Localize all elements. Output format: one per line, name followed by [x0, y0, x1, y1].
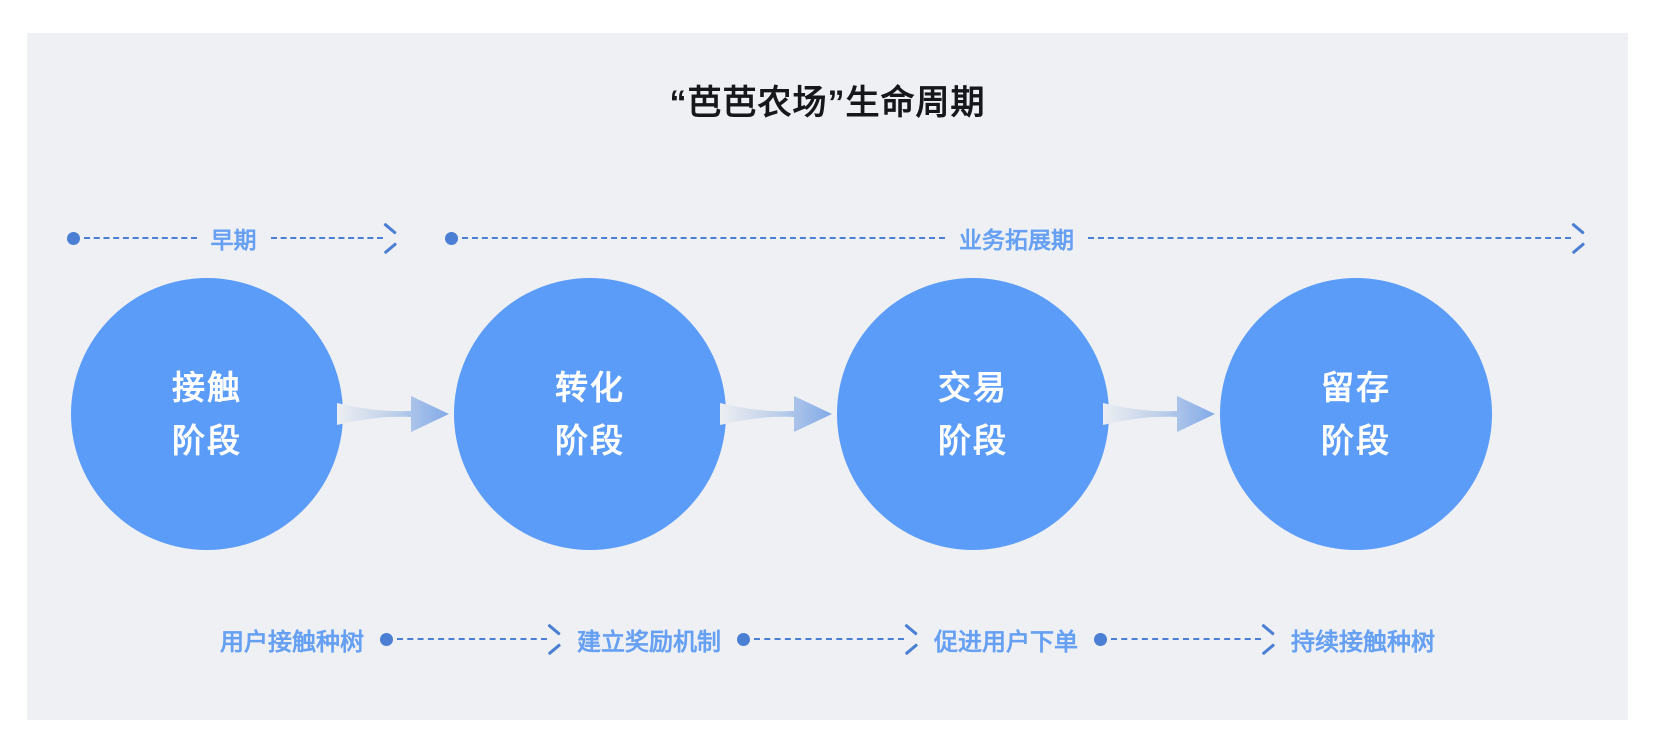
- phase-track-early: 早期: [67, 208, 397, 268]
- step-arrow-icon: [902, 631, 918, 647]
- gradient-arrow-right-icon: [720, 383, 832, 445]
- stage-circle-retention[interactable]: 留存 阶段: [1220, 278, 1492, 550]
- step-connector-2: [737, 631, 918, 647]
- phase-arrow-icon: [381, 230, 397, 246]
- step-start-dot-icon: [1094, 632, 1107, 646]
- phase-label-early: 早期: [210, 227, 257, 253]
- step-start-dot-icon: [380, 632, 393, 646]
- phase-dashed-line: [270, 237, 383, 239]
- action-step-label-1: 用户接触种树: [220, 628, 364, 656]
- stage-circle-transaction[interactable]: 交易 阶段: [837, 278, 1109, 550]
- step-dashed-line: [754, 638, 904, 640]
- stage-label-line1: 留存: [1321, 368, 1391, 406]
- phase-start-dot-icon: [67, 231, 80, 245]
- stage-label-line2: 阶段: [172, 422, 242, 459]
- stage-label-line2: 阶段: [555, 422, 625, 459]
- stage-circle-conversion[interactable]: 转化 阶段: [454, 278, 726, 550]
- action-step-label-2: 建立奖励机制: [577, 628, 721, 656]
- phase-dashed-line: [1088, 237, 1571, 239]
- phase-arrow-icon: [1569, 230, 1585, 246]
- gradient-arrow-right-icon: [1103, 383, 1215, 445]
- stage-label-line2: 阶段: [938, 422, 1008, 459]
- diagram-frame: “芭芭农场”生命周期 早期 业务拓展期 接触 阶段: [27, 33, 1628, 720]
- page-title: “芭芭农场”生命周期: [669, 84, 986, 122]
- stage-label-line1: 交易: [938, 368, 1008, 406]
- stage-circle-row: 接触 阶段 转化 阶段: [27, 278, 1628, 578]
- step-connector-1: [380, 631, 561, 647]
- step-arrow-icon: [545, 631, 561, 647]
- phase-dashed-line: [462, 237, 945, 239]
- phase-label-expansion: 业务拓展期: [959, 227, 1074, 253]
- action-step-label-4: 持续接触种树: [1291, 628, 1435, 656]
- stage-label-line1: 接触: [172, 368, 242, 406]
- step-connector-3: [1094, 631, 1275, 647]
- phase-start-dot-icon: [445, 231, 458, 245]
- step-arrow-icon: [1259, 631, 1275, 647]
- action-step-row: 用户接触种树 建立奖励机制 促进用户下单 持续接触种树: [27, 611, 1628, 667]
- gradient-arrow-right-icon: [337, 383, 449, 445]
- phase-track-expansion: 业务拓展期: [445, 208, 1585, 268]
- step-start-dot-icon: [737, 632, 750, 646]
- step-dashed-line: [1111, 638, 1261, 640]
- action-step-label-3: 促进用户下单: [934, 628, 1078, 656]
- stage-label-line1: 转化: [555, 368, 625, 406]
- stage-label-line2: 阶段: [1321, 422, 1391, 459]
- phase-timeline-band: 早期 业务拓展期: [27, 208, 1628, 268]
- step-dashed-line: [397, 638, 547, 640]
- phase-dashed-line: [84, 237, 197, 239]
- stage-circle-contact[interactable]: 接触 阶段: [71, 278, 343, 550]
